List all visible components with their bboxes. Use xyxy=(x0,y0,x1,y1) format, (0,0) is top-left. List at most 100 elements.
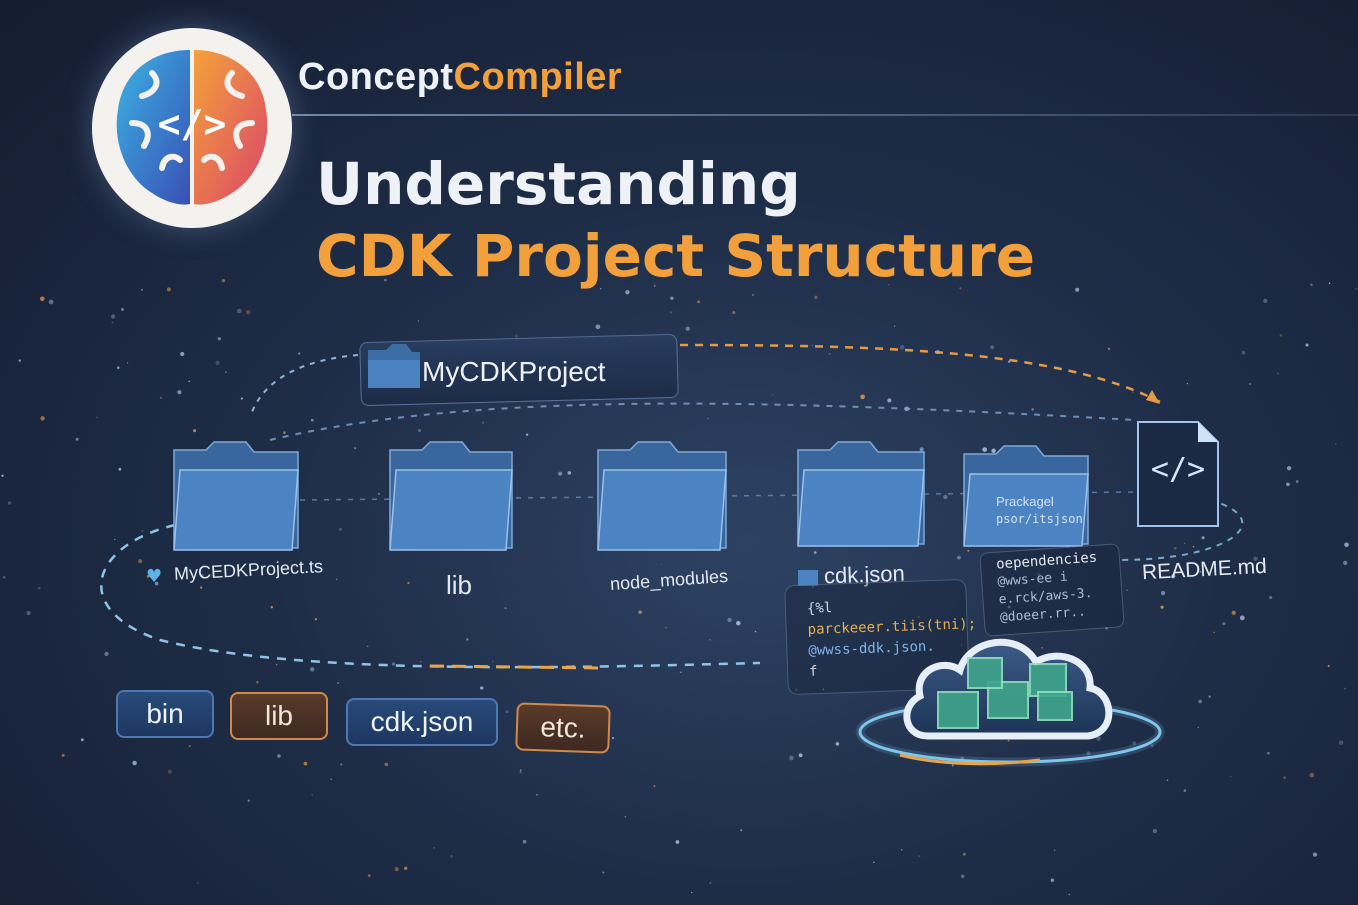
star-particle xyxy=(1283,776,1286,779)
star-particle xyxy=(814,295,818,299)
star-particle xyxy=(709,638,711,641)
star-particle xyxy=(558,471,563,476)
star-particle xyxy=(126,362,129,364)
star-particle xyxy=(798,753,803,758)
star-particle xyxy=(860,394,865,400)
star-particle xyxy=(200,586,203,589)
star-particle xyxy=(1105,626,1108,630)
star-particle xyxy=(956,555,961,560)
star-particle xyxy=(247,799,250,802)
star-particle xyxy=(1171,574,1176,579)
star-particle xyxy=(404,866,408,870)
star-particle xyxy=(303,761,308,766)
folder-icon xyxy=(173,441,299,551)
star-particle xyxy=(917,615,920,619)
folder-inner-sublabel: psor/itsjson xyxy=(996,512,1083,526)
folder-item xyxy=(796,440,926,552)
star-particle xyxy=(114,538,116,541)
star-particle xyxy=(141,530,144,532)
star-particle xyxy=(525,433,529,436)
brand-name-part1: Concept xyxy=(298,56,454,98)
star-particle xyxy=(188,380,191,383)
star-particle xyxy=(314,618,318,621)
star-particle xyxy=(1183,789,1187,792)
folder-inner-label: Prackagel xyxy=(996,494,1054,509)
cdk-bird-icon: ♥ xyxy=(146,566,163,587)
star-particle xyxy=(146,575,150,578)
star-particle xyxy=(1050,878,1055,882)
star-particle xyxy=(772,394,774,396)
folder-icon xyxy=(963,445,1089,547)
star-particle xyxy=(1131,391,1134,394)
star-particle xyxy=(1305,343,1309,347)
cloud-orbit-accent xyxy=(899,753,1041,766)
star-particle xyxy=(1152,829,1157,834)
star-particle xyxy=(567,471,572,475)
star-particle xyxy=(514,334,518,338)
star-particle xyxy=(132,760,137,766)
star-particle xyxy=(1343,560,1348,566)
star-particle xyxy=(1007,739,1010,742)
star-particle xyxy=(899,345,905,350)
star-particle xyxy=(740,829,743,832)
folder-icon xyxy=(797,441,925,547)
star-particle xyxy=(709,881,712,885)
star-particle xyxy=(1239,615,1245,621)
star-particle xyxy=(754,630,757,633)
star-particle xyxy=(118,467,122,471)
arrow-head-top-right xyxy=(1146,390,1160,404)
star-particle xyxy=(217,337,221,341)
star-particle xyxy=(1174,546,1177,550)
folder-icon xyxy=(389,441,513,551)
star-particle xyxy=(40,416,45,421)
star-particle xyxy=(1166,779,1169,781)
star-particle xyxy=(95,416,98,419)
star-particle xyxy=(1197,726,1199,729)
star-particle xyxy=(159,396,163,399)
chip-cdkjson: cdk.json xyxy=(346,698,498,746)
star-particle xyxy=(1222,622,1226,626)
star-particle xyxy=(417,428,422,433)
star-particle xyxy=(665,626,667,629)
star-particle xyxy=(367,874,371,877)
star-particle xyxy=(200,573,204,578)
star-particle xyxy=(967,549,970,552)
star-particle xyxy=(111,321,114,324)
star-particle xyxy=(310,418,314,422)
folder-item xyxy=(962,444,1090,552)
star-particle xyxy=(751,293,755,297)
star-particle xyxy=(140,288,143,291)
star-particle xyxy=(888,284,890,286)
star-particle xyxy=(811,344,814,347)
star-particle xyxy=(624,815,627,818)
chip-bin: bin xyxy=(116,690,214,738)
star-particle xyxy=(1161,591,1166,596)
star-particle xyxy=(419,660,422,663)
star-particle xyxy=(391,662,396,666)
star-particle xyxy=(602,871,605,874)
star-particle xyxy=(2,576,6,579)
star-particle xyxy=(1160,605,1164,609)
star-particle xyxy=(367,645,369,648)
star-particle xyxy=(18,359,21,362)
star-particle xyxy=(1184,542,1186,545)
star-particle xyxy=(1327,664,1330,668)
chip-lib: lib xyxy=(230,692,328,740)
star-particle xyxy=(275,663,278,666)
star-particle xyxy=(110,314,116,319)
star-particle xyxy=(814,551,817,554)
chip-etc: etc. xyxy=(515,702,611,754)
star-particle xyxy=(990,345,995,350)
star-particle xyxy=(1132,741,1137,746)
star-particle xyxy=(1310,283,1313,287)
star-particle xyxy=(675,840,680,844)
star-particle xyxy=(1355,288,1357,290)
star-particle xyxy=(736,620,741,626)
star-particle xyxy=(1295,480,1299,483)
star-particle xyxy=(828,352,831,355)
star-particle xyxy=(1286,466,1292,471)
code-glyph-icon: </> xyxy=(157,102,227,146)
star-particle xyxy=(407,581,410,585)
star-particle xyxy=(611,736,615,740)
star-particle xyxy=(1230,775,1232,778)
